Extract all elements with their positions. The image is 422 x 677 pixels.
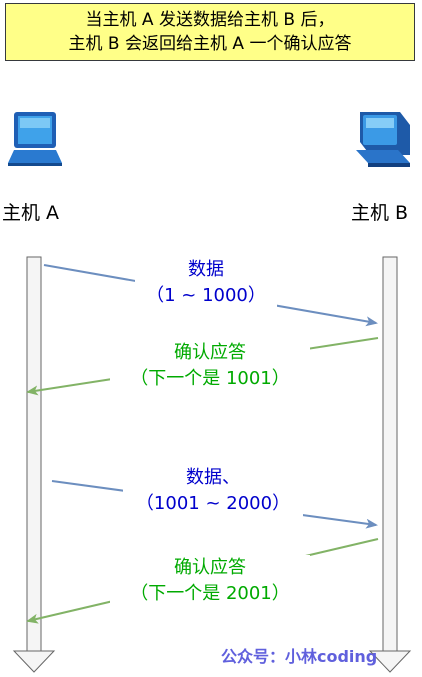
watermark: 公众号：小林coding (221, 647, 378, 666)
message-range: （1001 ~ 2000） (135, 493, 291, 514)
title-line-2: 主机 B 会返回给主机 A 一个确认应答 (68, 34, 352, 54)
host-a-label: 主机 A (2, 202, 60, 224)
message-next: （下一个是 1001） (130, 368, 290, 389)
host-b-label: 主机 B (351, 202, 409, 224)
data-message-2: 数据、 （1001 ~ 2000） (123, 465, 303, 517)
message-range: （1 ~ 1000） (146, 285, 266, 306)
message-next: （下一个是 2001） (130, 583, 290, 604)
data-message-1: 数据 （1 ~ 1000） (135, 257, 277, 309)
title-box: 当主机 A 发送数据给主机 B 后， 主机 B 会返回给主机 A 一个确认应答 (5, 3, 415, 61)
laptop-icon (8, 112, 62, 166)
desktop-computer-icon (356, 112, 410, 167)
message-text: 确认应答 (174, 557, 246, 578)
message-text: 数据、 (186, 467, 240, 488)
ack-message-1: 确认应答 （下一个是 1001） (110, 340, 310, 392)
title-line-1: 当主机 A 发送数据给主机 B 后， (85, 10, 335, 30)
message-text: 数据 (188, 259, 224, 280)
timeline-host-a (12, 256, 56, 673)
message-text: 确认应答 (174, 342, 246, 363)
ack-message-2: 确认应答 （下一个是 2001） (110, 555, 310, 607)
timeline-host-b (368, 256, 412, 673)
